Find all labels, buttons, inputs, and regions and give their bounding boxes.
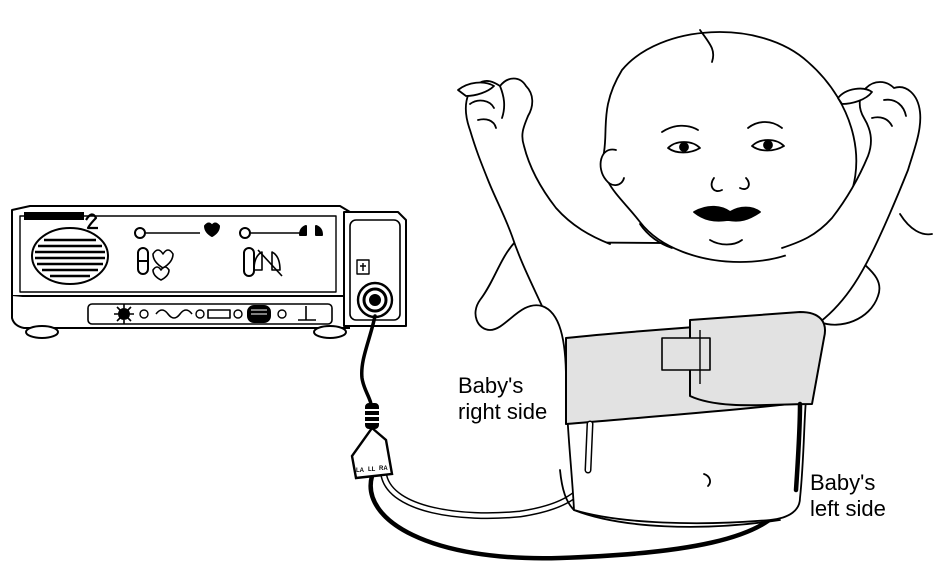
brightness-icon[interactable] [114,304,134,324]
baby-right-side-label: Baby's right side [458,373,547,425]
baby [458,30,932,527]
speaker-grille [32,228,108,284]
strain-relief [364,404,380,428]
speaker-knob[interactable] [248,306,270,322]
connector-label-ra: RA [379,466,388,472]
side-module [344,212,406,326]
battery-icon [208,310,230,318]
label-line-2: right side [458,399,547,425]
monitor-foot-right [314,326,346,338]
label-line-1: Baby's [810,470,886,496]
control-strip [88,304,332,324]
baby-left-side-label: Baby's left side [810,470,886,522]
main-cable [362,316,375,412]
monitor-foot-left [26,326,58,338]
belt-fastener [662,338,710,370]
right-lead-cable [384,420,590,516]
cable-jack[interactable] [358,283,392,317]
connector-label-la: LA [356,468,365,474]
baby-head [603,32,856,262]
connector-label-ll: LL [368,467,376,473]
label-line-2: left side [810,496,886,522]
label-line-1: Baby's [458,373,547,399]
lead-connector: LA LL RA [352,428,392,478]
monitor [12,206,406,338]
